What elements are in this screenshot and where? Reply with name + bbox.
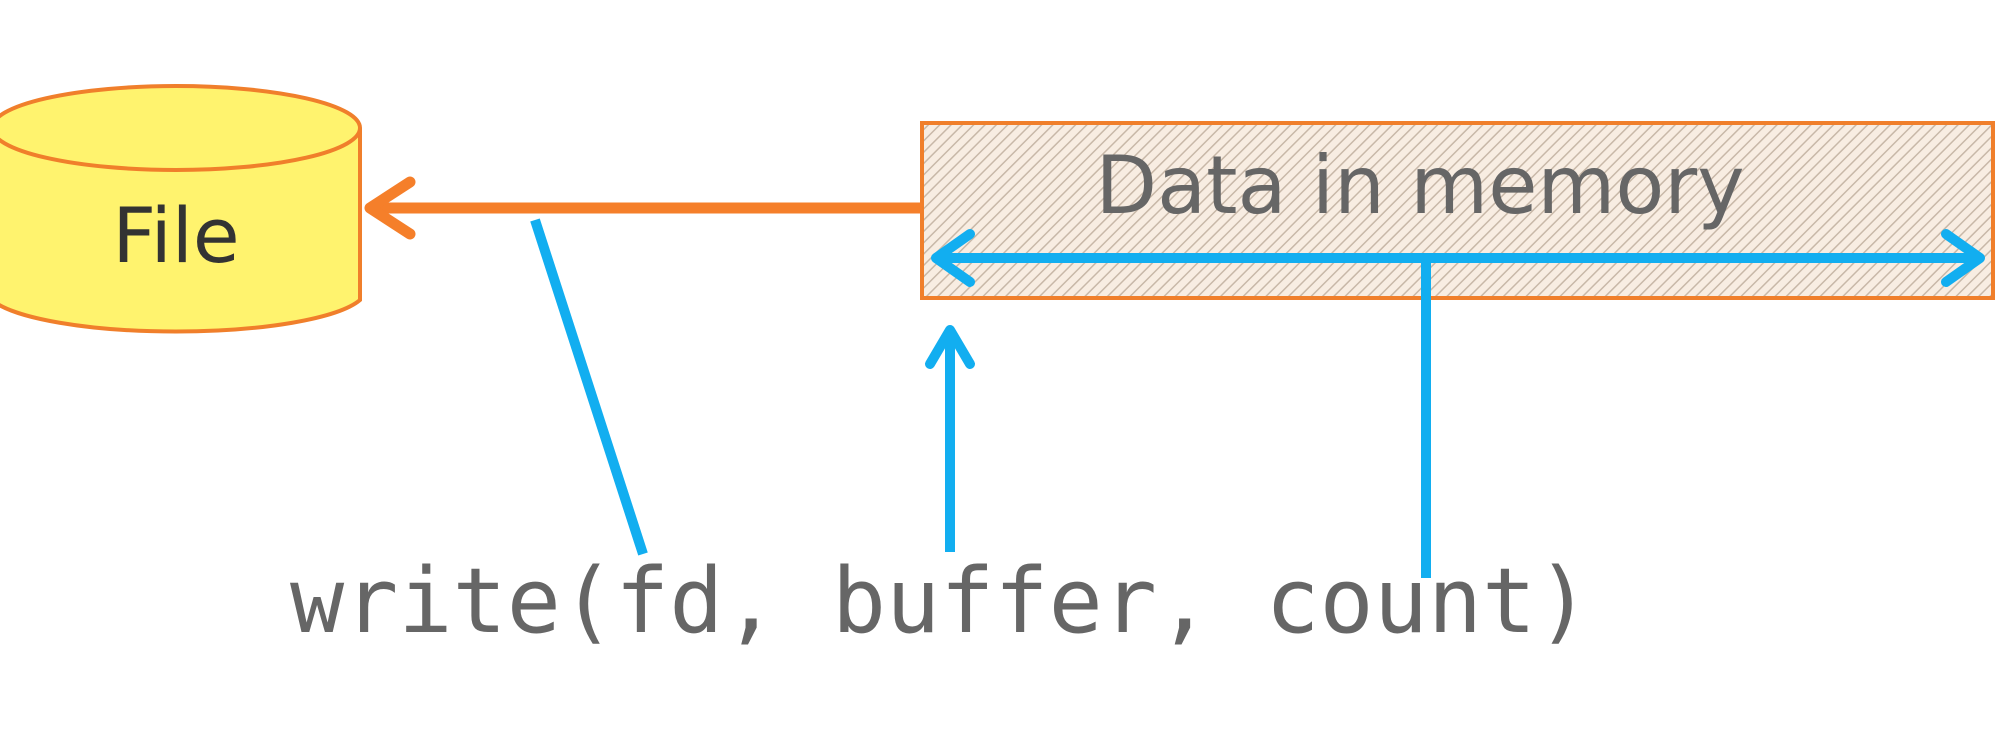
memory-label: Data in memory xyxy=(1095,139,1744,232)
count-span-arrow xyxy=(931,229,1985,287)
write-call-text: write(fd, buffer, count) xyxy=(290,549,1590,654)
file-label: File xyxy=(112,191,239,280)
buffer-pointer-arrow xyxy=(925,325,975,552)
file-cylinder-top xyxy=(0,84,362,172)
file-cylinder: File xyxy=(0,84,362,334)
write-arrow xyxy=(364,176,922,240)
buffer-pointer-head xyxy=(925,325,975,369)
count-span-right-head xyxy=(1941,229,1985,287)
file-cylinder-body xyxy=(0,128,362,334)
memory-box xyxy=(920,121,1995,300)
write-arrow-head xyxy=(364,176,416,240)
fd-pointer-line xyxy=(530,218,648,556)
count-span-left-head xyxy=(931,229,975,287)
memory-block: Data in memory xyxy=(920,121,1995,300)
